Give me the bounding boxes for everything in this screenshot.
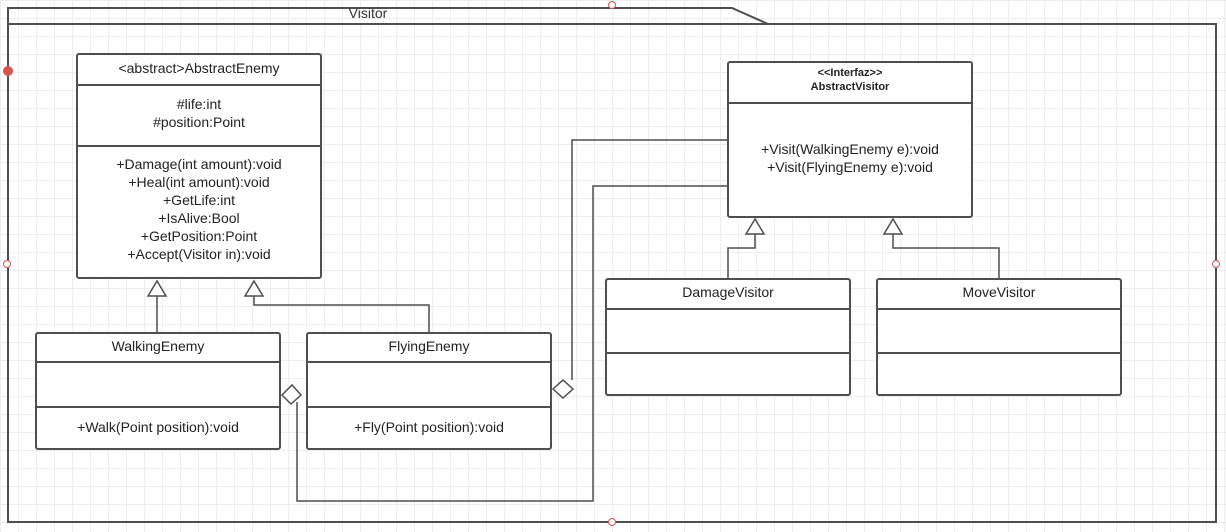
- inheritance-arrowhead-move-visitor: [882, 217, 904, 235]
- resize-handle-bottom[interactable]: [608, 518, 616, 526]
- attributes-section: [607, 308, 849, 353]
- method: +Fly(Point position):void: [354, 419, 504, 435]
- method: +GetLife:int: [163, 192, 235, 208]
- resize-handle-right[interactable]: [1212, 260, 1220, 268]
- class-name: WalkingEnemy: [111, 338, 205, 354]
- class-header: <abstract>AbstractEnemy: [78, 59, 320, 85]
- resize-handle-left[interactable]: [3, 260, 11, 268]
- package-label: Visitor: [348, 5, 388, 21]
- aggregation-diamond-walking-enemy: [280, 383, 303, 406]
- attribute: #position:Point: [153, 114, 245, 130]
- attributes-section: #life:int #position:Point: [78, 84, 320, 146]
- inheritance-arrowhead-walking-enemy: [146, 279, 168, 297]
- inheritance-arrowhead-damage-visitor: [744, 217, 766, 235]
- methods-section: [878, 352, 1120, 394]
- methods-section: [607, 352, 849, 394]
- connection-point-handle[interactable]: [3, 66, 13, 76]
- class-abstract-enemy[interactable]: <abstract>AbstractEnemy #life:int #posit…: [76, 53, 322, 279]
- attribute: #life:int: [176, 96, 222, 112]
- class-name: FlyingEnemy: [388, 338, 470, 354]
- class-header: WalkingEnemy: [37, 337, 279, 363]
- methods-section: +Visit(WalkingEnemy e):void +Visit(Flyin…: [729, 102, 971, 216]
- class-flying-enemy[interactable]: FlyingEnemy +Fly(Point position):void: [306, 332, 552, 450]
- class-move-visitor[interactable]: MoveVisitor: [876, 278, 1122, 396]
- class-name: <abstract>AbstractEnemy: [118, 60, 280, 76]
- method: +Visit(WalkingEnemy e):void: [761, 141, 939, 157]
- inheritance-line-move-visitor[interactable]: [892, 234, 1000, 278]
- class-damage-visitor[interactable]: DamageVisitor: [605, 278, 851, 396]
- method: +Heal(int amount):void: [128, 174, 270, 190]
- stereotype: <<Interfaz>>: [817, 67, 883, 79]
- class-header: MoveVisitor: [878, 283, 1120, 309]
- class-header: DamageVisitor: [607, 283, 849, 309]
- method: +GetPosition:Point: [140, 228, 258, 244]
- class-header: FlyingEnemy: [308, 337, 550, 363]
- aggregation-diamond-flying-enemy: [551, 378, 575, 400]
- inheritance-arrowhead-flying-enemy: [243, 279, 265, 297]
- methods-section: +Fly(Point position):void: [308, 406, 550, 448]
- attributes-section: [308, 361, 550, 407]
- methods-section: +Walk(Point position):void: [37, 406, 279, 448]
- class-walking-enemy[interactable]: WalkingEnemy +Walk(Point position):void: [35, 332, 281, 450]
- resize-handle-top[interactable]: [608, 1, 616, 9]
- class-name: DamageVisitor: [682, 284, 774, 300]
- class-header: <<Interfaz>> AbstractVisitor: [729, 66, 971, 102]
- interface-abstract-visitor[interactable]: <<Interfaz>> AbstractVisitor +Visit(Walk…: [727, 61, 973, 218]
- method: +Accept(Visitor in):void: [127, 246, 271, 262]
- inheritance-line-damage-visitor[interactable]: [727, 234, 756, 278]
- attributes-section: [878, 308, 1120, 353]
- aggregation-line-flying-enemy[interactable]: [571, 139, 728, 380]
- method: +Visit(FlyingEnemy e):void: [767, 159, 933, 175]
- attributes-section: [37, 361, 279, 407]
- package-frame[interactable]: [7, 7, 1217, 523]
- method: +Damage(int amount):void: [116, 156, 282, 172]
- inheritance-line-flying-enemy[interactable]: [253, 296, 430, 332]
- method: +Walk(Point position):void: [77, 419, 239, 435]
- aggregation-line-walking-enemy[interactable]: [296, 185, 728, 502]
- class-name: AbstractVisitor: [810, 81, 890, 93]
- method: +IsAlive:Bool: [158, 210, 240, 226]
- class-name: MoveVisitor: [962, 284, 1036, 300]
- methods-section: +Damage(int amount):void +Heal(int amoun…: [78, 145, 320, 277]
